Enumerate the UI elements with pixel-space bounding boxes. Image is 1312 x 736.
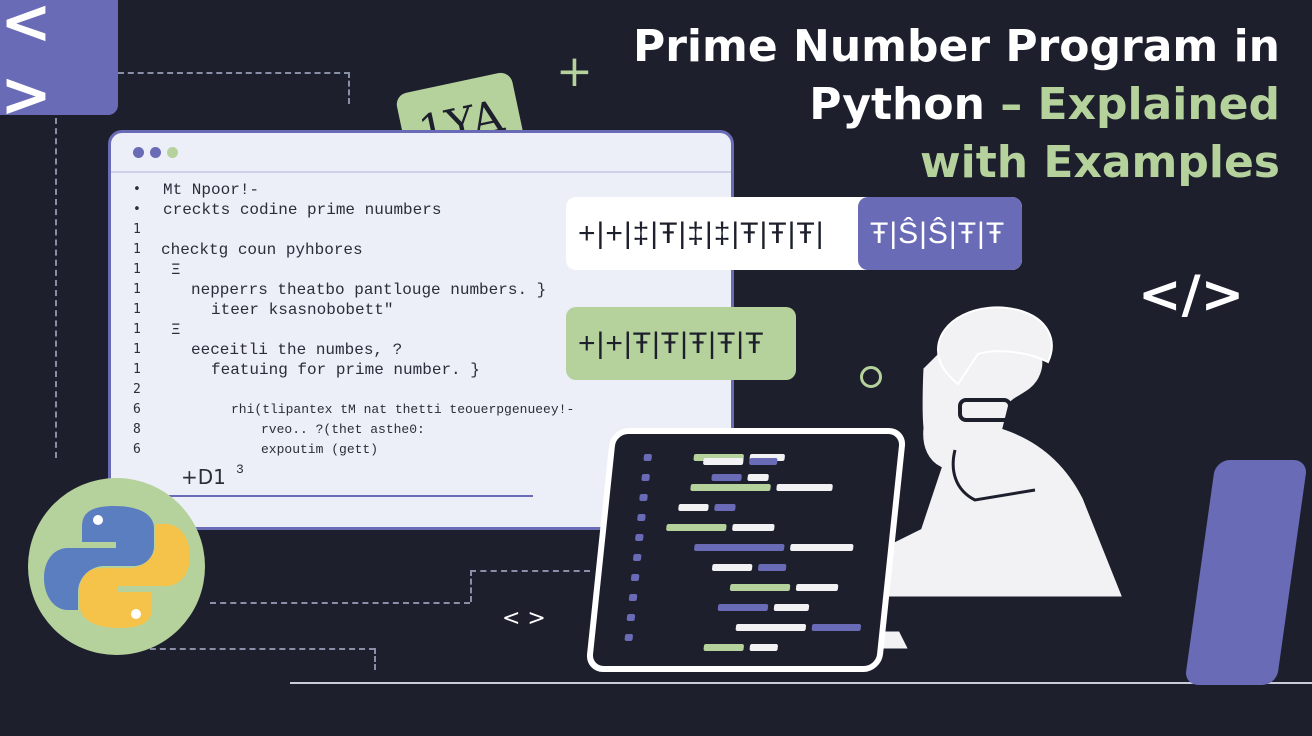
dashed-line [118, 72, 350, 74]
code-bar [749, 644, 779, 651]
code-line: Ξ [171, 261, 181, 279]
line-number: 1 [133, 302, 141, 317]
monitor [585, 428, 907, 672]
code-bar [776, 484, 833, 491]
dashed-line [210, 602, 470, 604]
page-title: Prime Number Program in Python – Explain… [633, 18, 1280, 192]
line-number: 1 [133, 262, 141, 277]
line-number: 8 [133, 422, 141, 437]
line-marker [639, 494, 648, 501]
code-bar [690, 484, 771, 491]
floor-line [290, 682, 1312, 684]
code-line: rhi(tlipantex tM nat thetti teouerpgenue… [231, 402, 575, 417]
dashed-line [470, 570, 472, 602]
code-bar [711, 564, 753, 571]
code-bar [665, 524, 727, 531]
small-brackets-icon: < > [502, 606, 546, 631]
title-line-3: with Examples [920, 137, 1280, 188]
code-bar [702, 458, 744, 465]
dashed-line [348, 72, 350, 104]
window-dot [167, 146, 178, 158]
line-number: • [133, 182, 141, 197]
strip-accent-glyphs: Ŧ|Ŝ|Ŝ|Ŧ|Ŧ [870, 216, 1006, 250]
code-line: nepperrs theatbo pantlouge numbers. } [191, 281, 547, 299]
line-number: • [133, 202, 141, 217]
line-number: 1 [133, 342, 141, 357]
strip-accent: Ŧ|Ŝ|Ŝ|Ŧ|Ŧ [858, 197, 1022, 270]
line-marker [637, 514, 646, 521]
strip-light-glyphs: +|+|‡|Ŧ|‡|‡|Ŧ|Ŧ|Ŧ| [578, 216, 825, 250]
code-line: 3 [236, 462, 244, 477]
code-line: rveo.. ?(thet asthe0: [261, 422, 425, 437]
line-number: 2 [133, 382, 141, 397]
line-marker [641, 474, 650, 481]
line-number: 6 [133, 402, 141, 417]
code-bar [735, 624, 807, 631]
code-bar [678, 504, 709, 511]
dashed-line [374, 648, 376, 670]
glyph-strip-2: +|+|Ŧ|Ŧ|Ŧ|Ŧ|Ŧ [566, 307, 796, 380]
code-line: creckts codine prime nuumbers [163, 201, 442, 219]
circle-decoration [860, 366, 882, 388]
code-line: featuing for prime number. } [211, 361, 480, 379]
code-brackets-icon: < > [0, 0, 118, 131]
divider [151, 495, 533, 497]
code-bar [795, 584, 839, 591]
title-explained: – Explained [1000, 79, 1280, 130]
code-line: Mt Npoor!- [163, 181, 260, 199]
code-tag-icon: </> [1138, 265, 1245, 325]
code-bar [748, 458, 778, 465]
code-bar [693, 544, 785, 551]
code-line: eeceitli the numbes, ? [191, 341, 403, 359]
line-number: 1 [133, 362, 141, 377]
code-bar [714, 504, 736, 511]
line-marker [632, 554, 642, 561]
code-bar [711, 474, 742, 481]
code-bar [811, 624, 862, 631]
dashed-line [120, 648, 375, 650]
window-titlebar [111, 133, 731, 173]
code-bar [747, 474, 769, 481]
line-marker [643, 454, 653, 461]
code-line: iteer ksasnobobett" [211, 301, 394, 319]
line-marker [630, 574, 640, 581]
line-number: 1 [133, 242, 141, 257]
title-line-1: Prime Number Program in [632, 21, 1280, 72]
window-dot [133, 146, 144, 158]
line-number: 1 [133, 322, 141, 337]
title-python: Python [809, 79, 985, 130]
code-bar [731, 524, 775, 531]
dashed-line [55, 118, 57, 458]
code-line: Ξ [171, 321, 181, 339]
line-marker [628, 594, 638, 601]
glyph-strip-1: +|+|‡|Ŧ|‡|‡|Ŧ|Ŧ|Ŧ| Ŧ|Ŝ|Ŝ|Ŧ|Ŧ [566, 197, 1022, 270]
dashed-line [470, 570, 590, 572]
line-number: 1 [133, 282, 141, 297]
code-footer: +D1 [181, 465, 226, 489]
code-bar [773, 604, 810, 611]
line-marker [624, 634, 634, 641]
code-line: expoutim (gett) [261, 442, 379, 457]
line-number: 6 [133, 442, 141, 457]
code-bar [717, 604, 769, 611]
plus-icon: + [556, 46, 593, 97]
line-marker [634, 534, 644, 541]
code-bar [757, 564, 787, 571]
code-bar [789, 544, 854, 551]
line-number: 1 [133, 222, 141, 237]
line-marker [626, 614, 636, 621]
python-logo-icon [28, 478, 205, 655]
window-dot [150, 146, 161, 158]
code-line: checktg coun pyhbores [161, 241, 363, 259]
code-bar [703, 644, 745, 651]
code-bar [729, 584, 791, 591]
